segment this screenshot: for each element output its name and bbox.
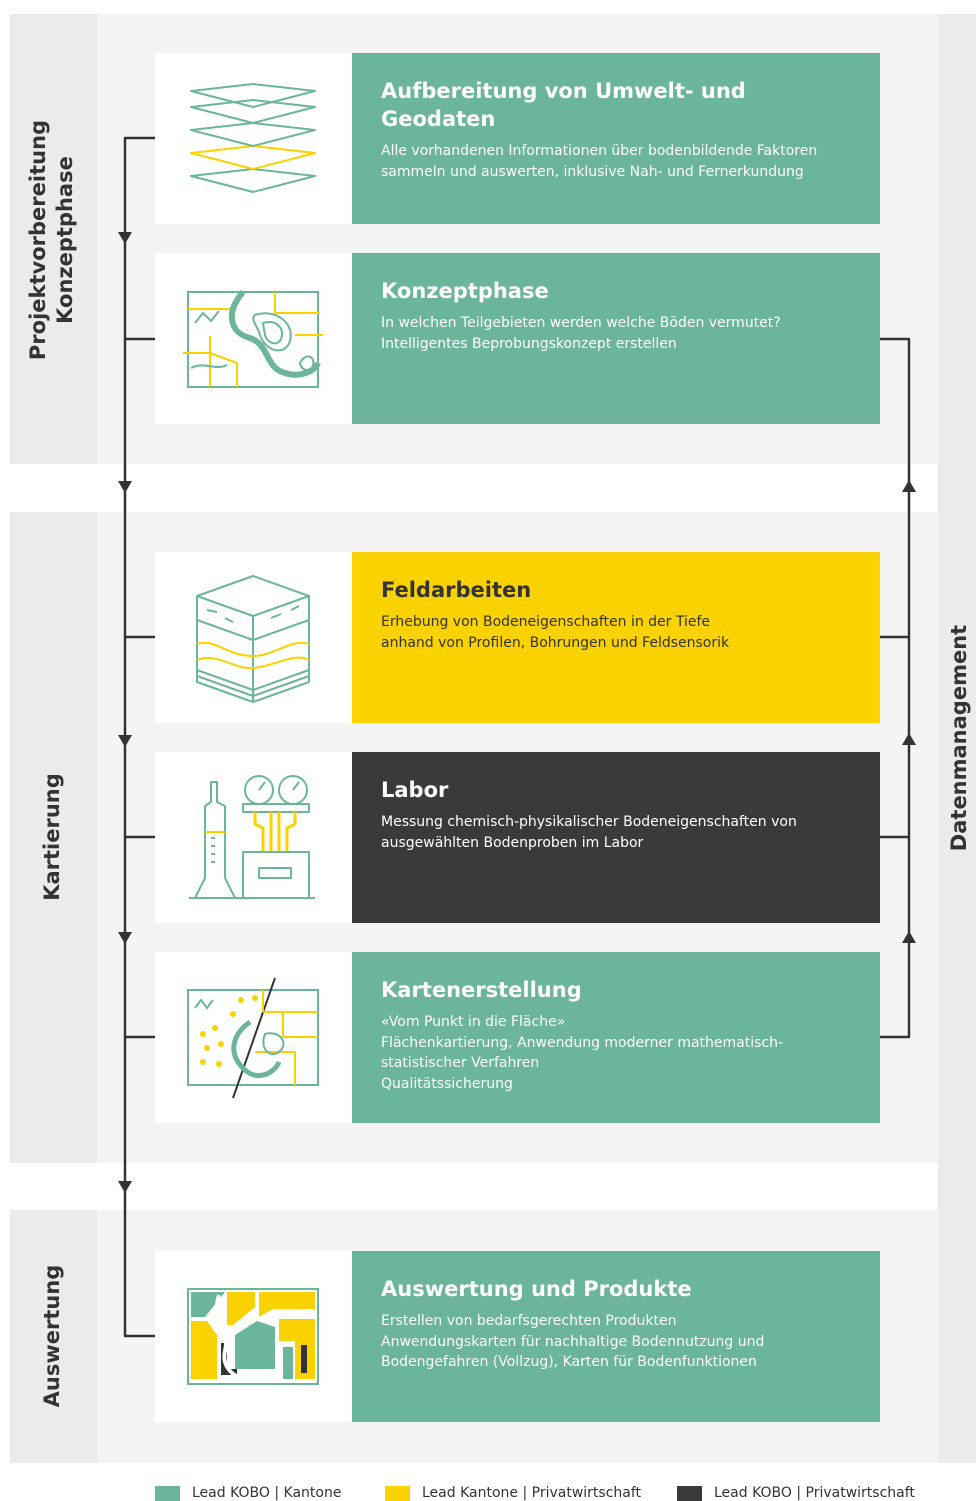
soil-block-icon (196, 575, 310, 703)
card-4-icon-panel (155, 752, 352, 923)
legend-label: Lead KOBO | Privatwirtschaft (714, 1485, 915, 1501)
lab-equipment-icon (189, 775, 315, 899)
phase-label-bg-auswertung (10, 1210, 97, 1463)
phase-label-bg-kartierung (10, 512, 97, 1163)
arrow-down (118, 232, 132, 244)
legend-label: Lead Kantone | Privatwirtschaft (422, 1485, 642, 1501)
card-4: Labor Messung chemisch-physikalischer Bo… (352, 752, 880, 923)
topographic-map-icon (183, 290, 323, 388)
card-3: Feldarbeiten Erhebung von Bodeneigenscha… (352, 552, 880, 723)
arrow-down (118, 1181, 132, 1193)
card-6-icon-panel (155, 1251, 352, 1422)
card-2: Konzeptphase In welchen Teilgebieten wer… (352, 253, 880, 424)
card-1-description: Alle vorhandenen Informationen über bode… (381, 143, 818, 180)
card-5-title: Kartenerstellung (381, 978, 582, 1002)
card-5: Kartenerstellung «Vom Punkt in die Fläch… (352, 952, 880, 1123)
legend-swatch-yellow (385, 1486, 410, 1501)
layers-icon (190, 83, 316, 193)
card-2-title: Konzeptphase (381, 279, 549, 303)
datenmanagement-bg (938, 14, 976, 1463)
card-4-title: Labor (381, 778, 449, 802)
card-3-description: Erhebung von Bodeneigenschaften in der T… (381, 614, 730, 651)
arrow-up (902, 480, 916, 492)
card-3-title: Feldarbeiten (381, 578, 532, 602)
arrow-down (118, 932, 132, 944)
card-6-title: Auswertung und Produkte (381, 1277, 692, 1301)
legend-swatch-dark (677, 1486, 702, 1501)
legend-swatch-green (155, 1486, 180, 1501)
card-5-icon-panel (155, 952, 352, 1123)
arrow-up (902, 733, 916, 745)
point-to-area-map-icon (187, 977, 319, 1099)
arrow-up (902, 931, 916, 943)
legend-label: Lead KOBO | Kantone (192, 1485, 342, 1501)
card-4-description: Messung chemisch-physikalischer Bodeneig… (381, 814, 797, 851)
card-6: Auswertung und Produkte Erstellen von be… (352, 1251, 880, 1422)
arrow-down (118, 481, 132, 493)
card-1-icon-panel (155, 53, 352, 224)
card-6-description: Erstellen von bedarfsgerechten Produkten… (381, 1313, 765, 1370)
product-map-icon (187, 1288, 319, 1385)
card-1-title: Aufbereitung von Umwelt- und Geodaten (381, 79, 746, 131)
card-3-icon-panel (155, 552, 352, 723)
card-2-description: In welchen Teilgebieten werden welche Bö… (381, 315, 781, 352)
arrow-down (118, 735, 132, 747)
phase-label-bg-konzept (10, 14, 97, 464)
card-2-icon-panel (155, 253, 352, 424)
card-1: Aufbereitung von Umwelt- und Geodaten Al… (352, 53, 880, 224)
card-5-description: «Vom Punkt in die Fläche» Flächenkartier… (381, 1014, 784, 1092)
